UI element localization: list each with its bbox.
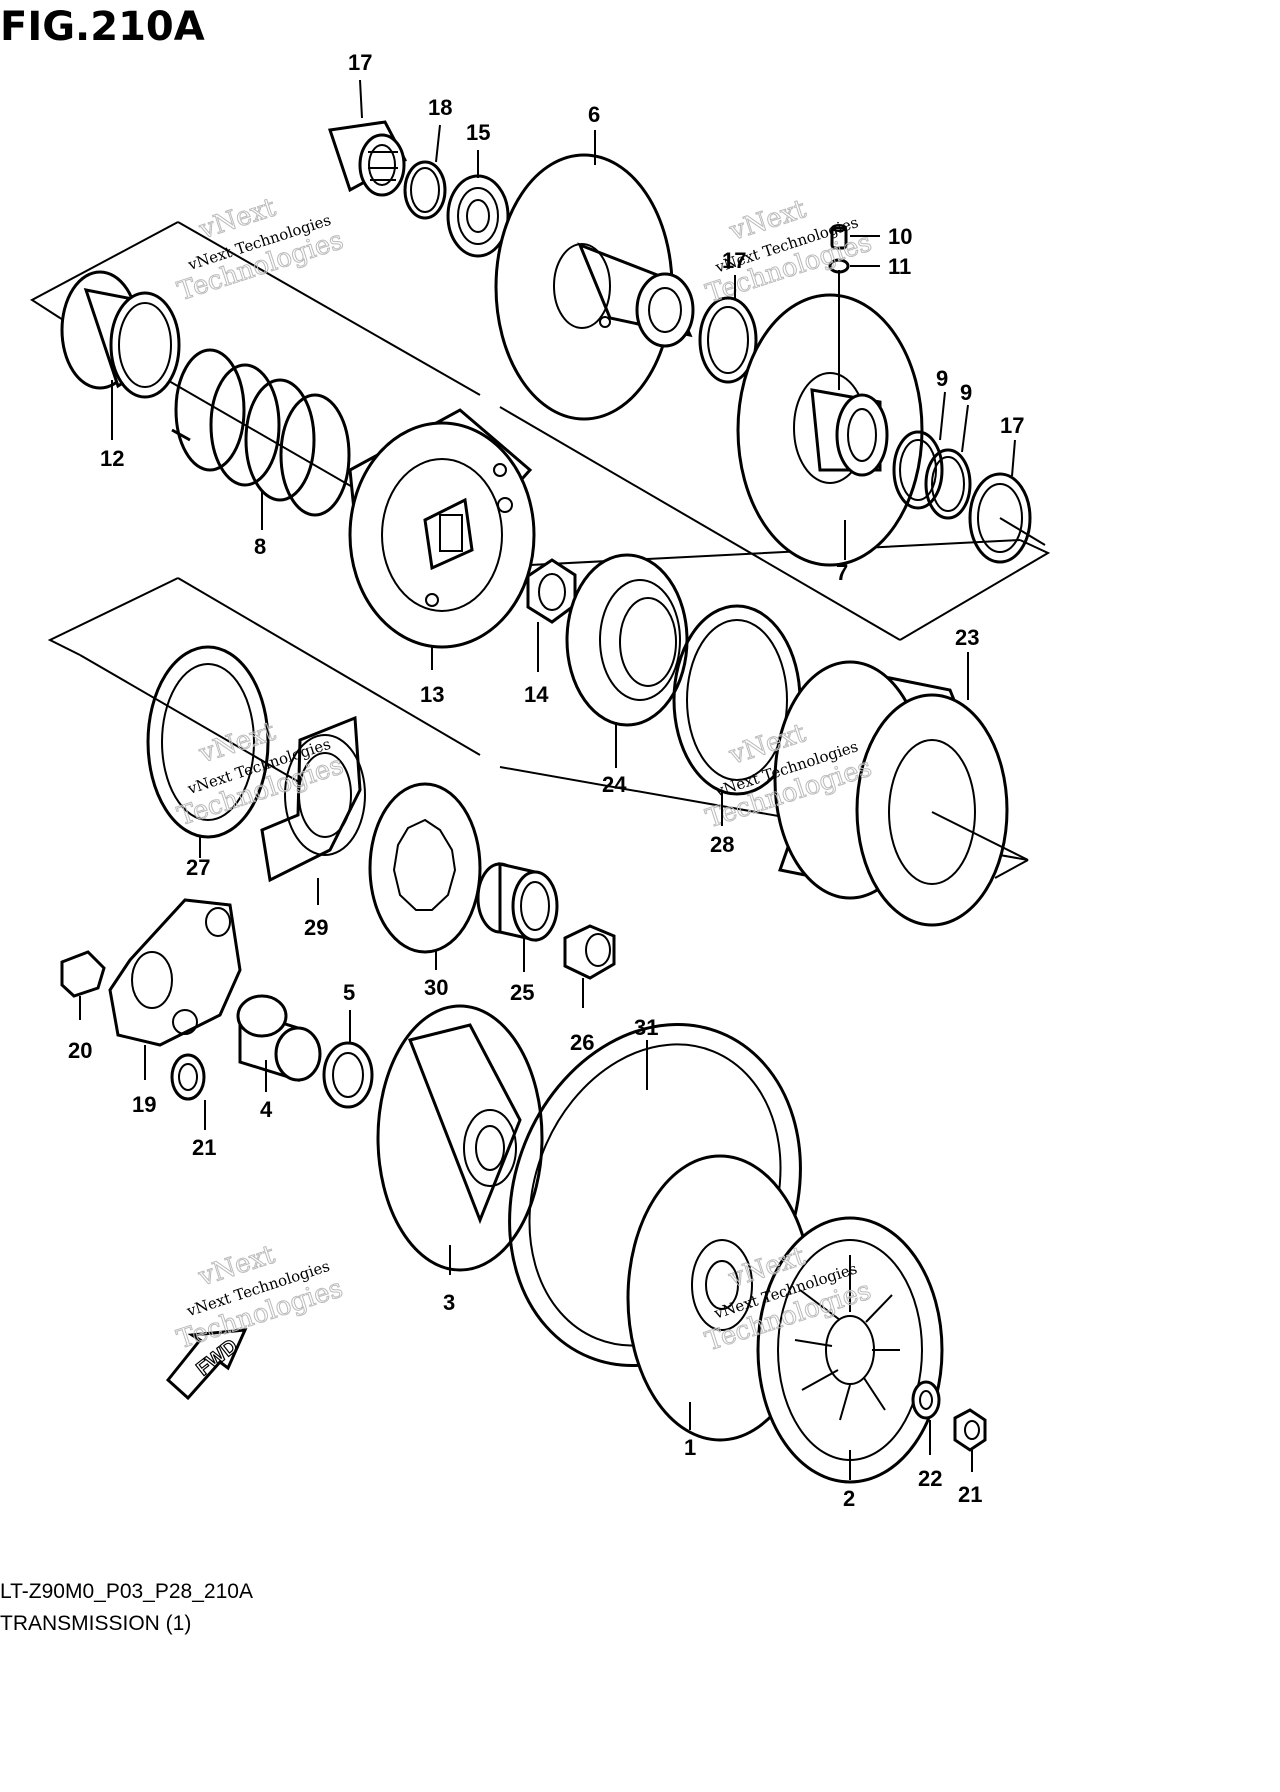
callout-8: 8 xyxy=(254,534,266,559)
part-7-moveable-driven-face xyxy=(736,270,924,567)
callout-11: 11 xyxy=(888,254,911,279)
part-30-plate-washer xyxy=(368,782,482,954)
callout-28-left: 27 xyxy=(186,855,210,880)
callout-14: 14 xyxy=(524,682,549,707)
part-8-spring xyxy=(171,348,351,517)
part-28-shim-left xyxy=(146,645,270,839)
part-17-oring-upper xyxy=(698,296,758,384)
callout-27: 26 xyxy=(570,1030,594,1055)
part-4-spacer-sleeve xyxy=(236,994,322,1083)
part-16-needle-bearing xyxy=(328,120,408,197)
part-12-spring-seat xyxy=(60,270,181,399)
callout-23: 22 xyxy=(918,1466,942,1491)
drawing-name: TRANSMISSION (1) xyxy=(0,1612,192,1635)
callout-19: 19 xyxy=(132,1092,156,1117)
callout-3: 3 xyxy=(443,1290,455,1315)
callout-30: 30 xyxy=(424,975,448,1000)
callout-17-right: 17 xyxy=(1000,413,1024,438)
callout-2: 2 xyxy=(843,1486,855,1511)
callout-12: 12 xyxy=(100,446,124,471)
callout-10: 10 xyxy=(888,224,912,249)
callout-24: 23 xyxy=(955,625,979,650)
callout-31: 31 xyxy=(634,1015,658,1040)
part-3-moveable-drive-face xyxy=(376,1004,544,1272)
part-14-clutch-nut xyxy=(526,558,577,624)
callout-29: 29 xyxy=(304,915,328,940)
part-25-drive-plate xyxy=(565,553,689,727)
callouts: 17 18 15 6 17 10 11 9 9 17 7 12 8 13 14 … xyxy=(68,50,1024,1511)
callout-18: 18 xyxy=(428,95,452,120)
callout-28-right: 28 xyxy=(710,832,734,857)
callout-15: 15 xyxy=(466,120,490,145)
callout-5: 5 xyxy=(343,980,355,1005)
figure-title: FIG.210A xyxy=(0,4,205,50)
part-24-clutch-drum xyxy=(773,660,1029,927)
callout-20: 20 xyxy=(68,1038,92,1063)
callout-9-b: 9 xyxy=(960,380,972,405)
callout-6: 6 xyxy=(588,102,600,127)
callout-26: 25 xyxy=(510,980,534,1005)
watermark-e: vNext Technologies Technologies vNext xyxy=(173,1239,347,1356)
callout-21: 21 xyxy=(192,1135,216,1160)
part-6-driven-face xyxy=(494,153,695,421)
part-18-circlip xyxy=(403,160,447,220)
part-2-fan-gear xyxy=(756,1216,944,1484)
part-26-bushing xyxy=(476,862,559,942)
drawing-code: LT-Z90M0_P03_P28_210A xyxy=(0,1580,253,1603)
part-27-spacer xyxy=(563,924,616,980)
callout-1: 1 xyxy=(684,1435,696,1460)
callout-9-a: 9 xyxy=(936,366,948,391)
part-13-clutch-housing xyxy=(348,408,536,649)
callout-25: 24 xyxy=(602,772,627,797)
part-22-nut xyxy=(953,1408,987,1452)
part-23-washer xyxy=(911,1380,941,1420)
part-19-cam-plate xyxy=(108,898,242,1047)
part-10-guide-pin xyxy=(830,224,848,250)
watermark-a: vNext Technologies Technologies vNext xyxy=(174,192,348,308)
part-5-bearing xyxy=(322,1041,374,1109)
part-20-slide-piece xyxy=(60,950,106,998)
callout-22: 21 xyxy=(958,1482,982,1507)
part-29-lock-washer xyxy=(260,715,366,883)
callout-17-upper: 17 xyxy=(722,248,746,273)
part-21-roller xyxy=(170,1053,206,1101)
watermark-b: vNext Technologies Technologies vNext xyxy=(702,194,876,310)
part-15-ball-bearing xyxy=(446,174,510,258)
part-9-oil-seal-a xyxy=(892,430,944,510)
part-17-oring-right xyxy=(968,472,1046,564)
part-9-oil-seal-b xyxy=(924,448,972,520)
callout-16: 17 xyxy=(348,50,372,75)
callout-13: 13 xyxy=(420,682,444,707)
callout-7: 7 xyxy=(836,560,848,585)
callout-4: 4 xyxy=(260,1097,273,1122)
